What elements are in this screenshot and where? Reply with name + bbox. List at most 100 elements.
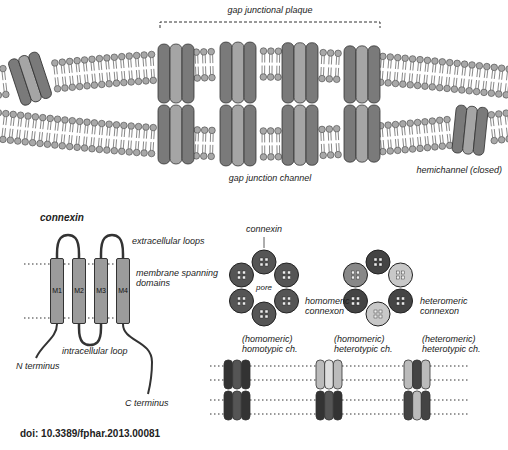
connexin-rod (306, 43, 318, 103)
transmembrane-segment (397, 302, 400, 305)
lipid-head (503, 92, 508, 99)
lipid-tail (34, 131, 36, 139)
transmembrane-segment (260, 315, 263, 318)
transmembrane-segment (288, 276, 291, 279)
transmembrane-segment (374, 263, 377, 266)
lipid-tail (457, 66, 459, 74)
lipid-head (54, 85, 61, 92)
lipid-tail (150, 58, 152, 66)
lipid-tail (102, 73, 104, 81)
lipid-tail (83, 63, 85, 71)
lipid-head (106, 81, 113, 88)
lipid-tail (499, 129, 501, 137)
transmembrane-segment (242, 271, 245, 274)
lipid-tail (492, 118, 494, 126)
lipid-head (141, 150, 148, 157)
lipid-head (333, 125, 340, 132)
lipid-tail (205, 55, 206, 63)
transmembrane-segment (265, 310, 268, 313)
lipid-head (0, 136, 6, 143)
lipid-head (444, 116, 451, 123)
lipid-tail (87, 74, 89, 82)
lipid-head (22, 139, 29, 146)
lipid-tail (90, 137, 92, 145)
lipid-tail (62, 123, 64, 131)
lipid-tail (439, 135, 441, 143)
lipid-tail (476, 69, 478, 77)
lipid-tail (79, 125, 81, 133)
lipid-tail (18, 118, 20, 126)
channel-type (316, 360, 342, 420)
lipid-head (327, 152, 334, 159)
transmembrane-segment (265, 315, 268, 318)
lipid-tail (53, 133, 55, 141)
lipid-tail (94, 74, 96, 82)
lipid-tail (26, 131, 28, 139)
lipid-head (59, 59, 66, 66)
lipid-tail (28, 119, 30, 127)
lipid-head (52, 142, 59, 149)
lipid-head (39, 114, 46, 121)
lipid-head (98, 120, 105, 127)
lipid-tail (86, 63, 88, 71)
transmembrane-segment (283, 297, 286, 300)
lipid-tail (394, 128, 396, 136)
connexin-subunit (366, 302, 390, 326)
lipid-head (414, 82, 421, 89)
transmembrane-segment (242, 276, 245, 279)
lipid-head (111, 147, 118, 154)
lipid-tail (412, 137, 414, 145)
lipid-tail (78, 136, 80, 144)
lipid-head (208, 153, 215, 160)
connexin-rod (241, 360, 250, 389)
lipid-head (89, 145, 96, 152)
lipid-tail (454, 66, 456, 74)
transmembrane-segment (379, 315, 382, 318)
lipid-tail (106, 72, 108, 80)
lipid-tail (497, 82, 499, 90)
lipid-tail (69, 124, 71, 132)
lipid-head (76, 83, 83, 90)
lipid-head (454, 60, 461, 67)
lipid-head (275, 128, 282, 135)
membrane-domain: M2 (72, 258, 86, 324)
transmembrane-segment (351, 276, 354, 279)
lipid-tail (10, 117, 12, 125)
lipid-tail (492, 82, 494, 90)
transmembrane-segment (356, 297, 359, 300)
lipid-tail (262, 54, 263, 62)
lipid-head (319, 75, 326, 82)
lipid-tail (338, 143, 339, 151)
connexin-rod (316, 391, 325, 420)
lipid-tail (47, 121, 49, 129)
lipid-head (106, 121, 113, 128)
lipid-tail (269, 54, 270, 62)
transmembrane-segment (397, 271, 400, 274)
lipid-tail (426, 75, 428, 83)
lipid-tail (68, 65, 70, 73)
lipid-head (98, 81, 105, 88)
part-label: connexin (246, 224, 282, 234)
lipid-head (422, 118, 429, 125)
lipid-head (327, 50, 334, 57)
lipid-tail (19, 130, 21, 138)
lipid-tail (90, 62, 92, 70)
transmembrane-segment (402, 302, 405, 305)
lipid-tail (13, 118, 15, 126)
lipid-tail (416, 126, 418, 134)
lipid-tail (109, 72, 111, 80)
lipid-tail (124, 71, 126, 79)
lipid-tail (505, 116, 507, 124)
transmembrane-segment (397, 276, 400, 279)
lipid-tail (264, 145, 265, 153)
lipid-tail (279, 145, 280, 153)
transmembrane-segment (283, 302, 286, 305)
lipid-tail (25, 119, 27, 127)
lipid-tail (330, 68, 331, 76)
lipid-tail (331, 143, 332, 151)
lipid-tail (423, 75, 425, 83)
lipid-tail (272, 145, 273, 153)
lipid-head (25, 113, 32, 120)
loop-connector (57, 235, 79, 258)
lipid-tail (383, 140, 385, 148)
